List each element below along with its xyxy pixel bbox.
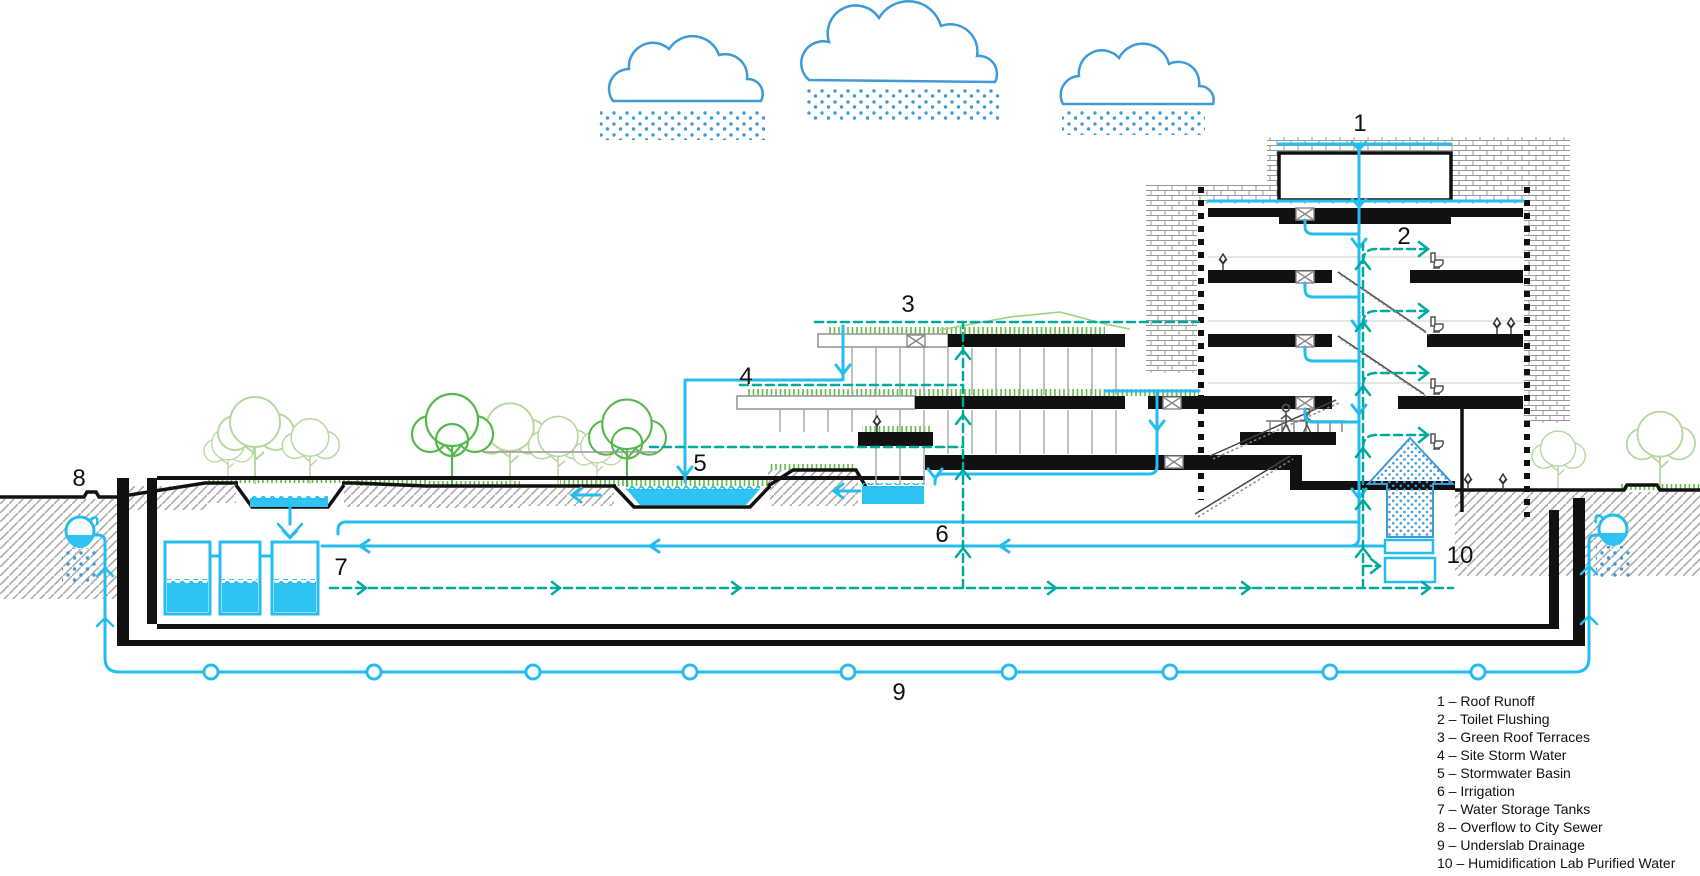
legend-item-7: 7 – Water Storage Tanks [1437,801,1591,817]
callout-1: 1 [1353,110,1366,137]
stairs [1194,271,1430,518]
legend-item-5: 5 – Stormwater Basin [1437,765,1571,781]
penthouse [1277,151,1453,202]
ground-profile [0,468,1700,499]
basement-structure [117,400,1585,646]
callout-8: 8 [72,465,85,492]
callout-9: 9 [892,679,905,706]
building-section [1146,137,1570,518]
legend: 1 – Roof Runoff 2 – Toilet Flushing 3 – … [1437,692,1675,872]
legend-item-6: 6 – Irrigation [1437,783,1515,799]
irrigation-network [328,240,1455,596]
legend-item-10: 10 – Humidification Lab Purified Water [1437,855,1676,871]
stormwater-basins [234,483,924,514]
legend-item-8: 8 – Overflow to City Sewer [1437,819,1603,835]
stormwater-pipes [93,140,1601,674]
callout-4: 4 [739,363,752,390]
callout-5: 5 [693,450,706,477]
water-storage-tanks [163,540,320,616]
legend-item-1: 1 – Roof Runoff [1437,693,1535,709]
balcony-slab [1240,432,1336,445]
callouts: 1 2 3 4 5 6 7 8 9 10 [72,110,1473,706]
up-arrow-icon [1365,436,1456,538]
callout-6: 6 [935,521,948,548]
cloud-icon [607,0,1215,106]
humidification-lab [1365,436,1456,584]
callout-7: 7 [334,554,347,581]
callout-2: 2 [1397,223,1410,250]
sewer-outlet-icon [62,513,1632,584]
green-roof-terraces [736,311,1131,485]
legend-item-4: 4 – Site Storm Water [1437,747,1567,763]
legend-item-2: 2 – Toilet Flushing [1437,711,1550,727]
legend-item-9: 9 – Underslab Drainage [1437,837,1585,853]
underslab-drainage-pipe [93,533,1601,674]
callout-3: 3 [901,291,914,318]
rain-dots-icon [600,88,1205,140]
pipe-node-icon [202,663,1487,681]
legend-item-3: 3 – Green Roof Terraces [1437,729,1591,745]
callout-10: 10 [1447,542,1474,569]
